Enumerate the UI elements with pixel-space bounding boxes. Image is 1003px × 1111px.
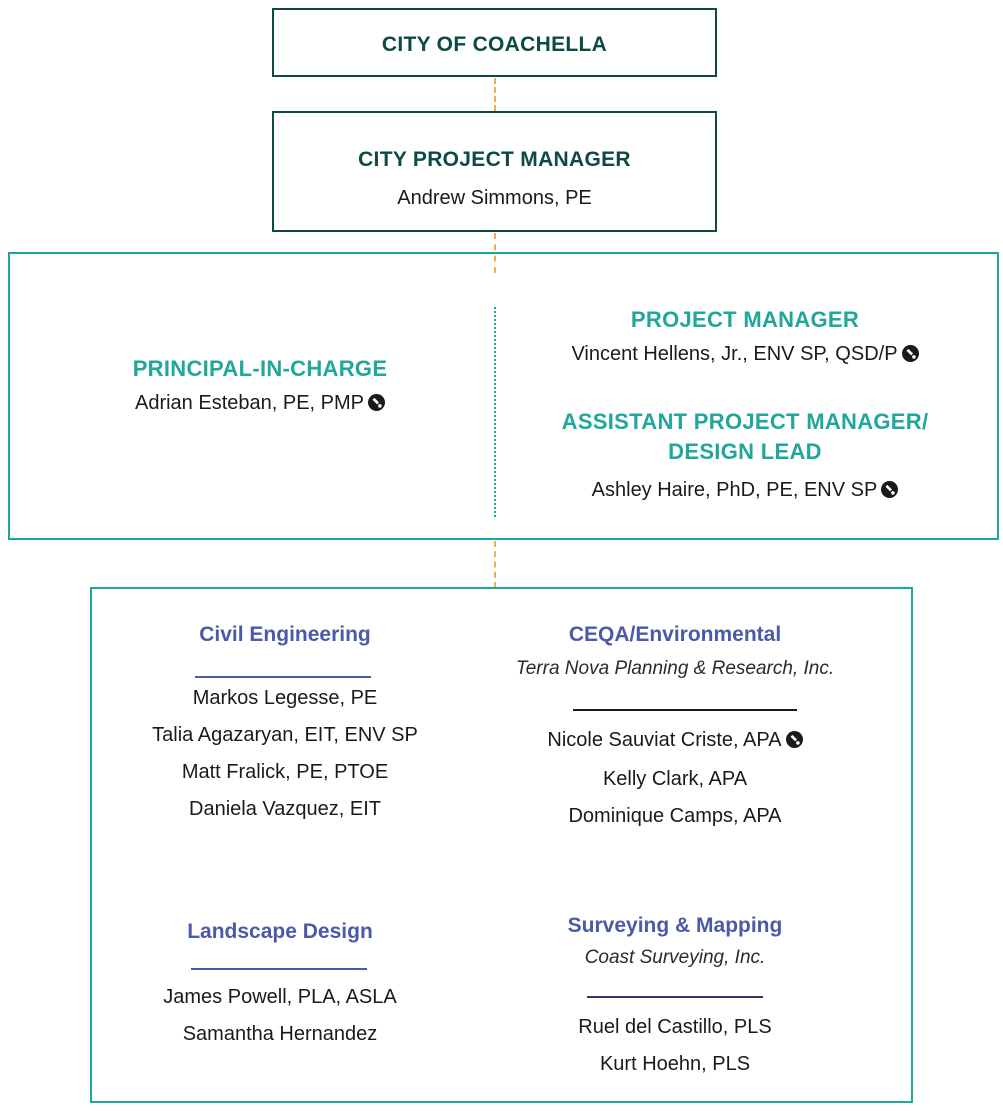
landscape-block: Landscape Design	[105, 917, 455, 947]
connector-city-to-citypm	[494, 78, 496, 111]
apm-title-line2: DESIGN LEAD	[668, 439, 822, 464]
survey-member: Ruel del Castillo, PLS	[578, 1016, 772, 1038]
pm-name: Vincent Hellens, Jr., ENV SP, QSD/P	[571, 343, 898, 365]
survey-members: Ruel del Castillo, PLS Kurt Hoehn, PLS	[490, 1012, 860, 1079]
city-pm-title: CITY PROJECT MANAGER	[358, 148, 631, 171]
pm-block: PROJECT MANAGER Vincent Hellens, Jr., EN…	[515, 305, 975, 371]
principal-name: Adrian Esteban, PE, PMP	[134, 392, 364, 414]
civil-member: Matt Fralick, PE, PTOE	[181, 761, 389, 783]
pm-name-row: Vincent Hellens, Jr., ENV SP, QSD/P	[515, 339, 975, 371]
leadership-divider	[494, 307, 496, 517]
landscape-member: Samantha Hernandez	[182, 1023, 378, 1045]
ceqa-firm: Terra Nova Planning & Research, Inc.	[515, 658, 835, 679]
civil-block: Civil Engineering	[105, 620, 465, 650]
apm-name: Ashley Haire, PhD, PE, ENV SP	[591, 479, 878, 501]
civil-rule	[195, 676, 371, 678]
civil-members: Markos Legesse, PE Talia Agazaryan, EIT,…	[105, 683, 465, 824]
apm-block: ASSISTANT PROJECT MANAGER/ DESIGN LEAD A…	[505, 407, 985, 507]
landscape-title: Landscape Design	[187, 920, 373, 943]
principal-name-row: Adrian Esteban, PE, PMP	[70, 388, 450, 420]
landscape-member: James Powell, PLA, ASLA	[163, 986, 397, 1008]
civil-member: Daniela Vazquez, EIT	[189, 798, 381, 820]
wrench-badge-icon	[785, 727, 803, 757]
wrench-badge-icon	[901, 341, 919, 371]
wrench-badge-icon	[368, 390, 385, 420]
survey-firm: Coast Surveying, Inc.	[584, 947, 766, 968]
survey-title: Surveying & Mapping	[567, 914, 783, 937]
city-pm-name: Andrew Simmons, PE	[397, 187, 592, 209]
wrench-badge-icon	[881, 477, 899, 507]
civil-member: Markos Legesse, PE	[192, 687, 378, 709]
principal-block: PRINCIPAL-IN-CHARGE Adrian Esteban, PE, …	[70, 354, 450, 420]
ceqa-members: Nicole Sauviat Criste, APA Kelly Clark, …	[470, 725, 880, 831]
ceqa-member-row: Nicole Sauviat Criste, APA	[470, 725, 880, 757]
pm-title: PROJECT MANAGER	[630, 307, 860, 332]
principal-title: PRINCIPAL-IN-CHARGE	[132, 356, 388, 381]
landscape-members: James Powell, PLA, ASLA Samantha Hernand…	[105, 982, 455, 1049]
ceqa-member: Nicole Sauviat Criste, APA	[547, 729, 782, 751]
civil-title: Civil Engineering	[199, 623, 371, 646]
leadership-box	[8, 252, 999, 540]
ceqa-title: CEQA/Environmental	[568, 623, 782, 646]
survey-rule	[587, 996, 763, 998]
ceqa-member: Dominique Camps, APA	[568, 805, 782, 827]
survey-member: Kurt Hoehn, PLS	[599, 1053, 751, 1075]
city-title: CITY OF COACHELLA	[381, 33, 608, 56]
landscape-rule	[191, 968, 367, 970]
survey-block: Surveying & Mapping Coast Surveying, Inc…	[490, 911, 860, 973]
apm-title-line1: ASSISTANT PROJECT MANAGER/	[561, 409, 929, 434]
connector-leadership-to-team	[494, 541, 496, 588]
apm-name-row: Ashley Haire, PhD, PE, ENV SP	[505, 475, 985, 507]
ceqa-member: Kelly Clark, APA	[602, 768, 748, 790]
ceqa-rule	[573, 709, 797, 711]
team-box	[90, 587, 913, 1103]
city-box: CITY OF COACHELLA	[272, 8, 717, 77]
city-pm-box: CITY PROJECT MANAGER Andrew Simmons, PE	[272, 111, 717, 232]
civil-member: Talia Agazaryan, EIT, ENV SP	[152, 724, 418, 746]
ceqa-block: CEQA/Environmental Terra Nova Planning &…	[470, 620, 880, 684]
